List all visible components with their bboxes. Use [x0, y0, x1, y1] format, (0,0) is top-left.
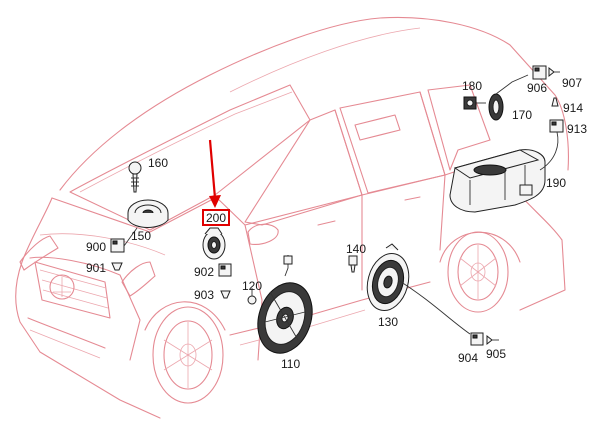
label-140: 140 [346, 242, 366, 256]
part-130-speaker [366, 243, 471, 335]
label-913: 913 [567, 122, 587, 136]
label-200: 200 [206, 211, 226, 225]
highlight-box-200 [202, 209, 230, 226]
part-150-tweeter [127, 199, 169, 228]
part-907-plug [548, 66, 560, 78]
part-906-connector [532, 65, 547, 80]
label-907: 907 [562, 76, 582, 90]
part-170-bracket [488, 74, 529, 121]
part-120-pin [247, 288, 257, 305]
label-900: 900 [86, 240, 106, 254]
label-180: 180 [462, 79, 482, 93]
label-903: 903 [194, 288, 214, 302]
part-905-plug [486, 334, 499, 346]
part-904-connector [470, 332, 484, 346]
label-914: 914 [563, 101, 583, 115]
highlight-arrow [208, 139, 221, 208]
label-150: 150 [131, 229, 151, 243]
part-200-speaker [202, 227, 226, 260]
label-160: 160 [148, 156, 168, 170]
part-901-clip [111, 262, 123, 271]
part-903-clip [220, 290, 231, 299]
label-904: 904 [458, 351, 478, 365]
part-180-screw [463, 96, 486, 110]
label-901: 901 [86, 261, 106, 275]
label-906: 906 [527, 81, 547, 95]
part-902-connector [218, 263, 232, 277]
label-905: 905 [486, 347, 506, 361]
label-170: 170 [512, 108, 532, 122]
part-110-woofer [257, 255, 313, 354]
part-160-screw [128, 161, 142, 193]
label-130: 130 [378, 315, 398, 329]
part-140-grommet [348, 255, 358, 273]
label-190: 190 [546, 176, 566, 190]
part-labels: 160 150 900 901 200 902 903 120 110 140 … [86, 76, 587, 371]
label-120: 120 [242, 279, 262, 293]
label-110: 110 [281, 357, 300, 371]
part-900-connector [110, 238, 125, 253]
part-914-clip [551, 97, 559, 107]
part-190-subwoofer [449, 131, 559, 213]
label-902: 902 [194, 265, 214, 279]
part-913-connector [549, 119, 564, 133]
